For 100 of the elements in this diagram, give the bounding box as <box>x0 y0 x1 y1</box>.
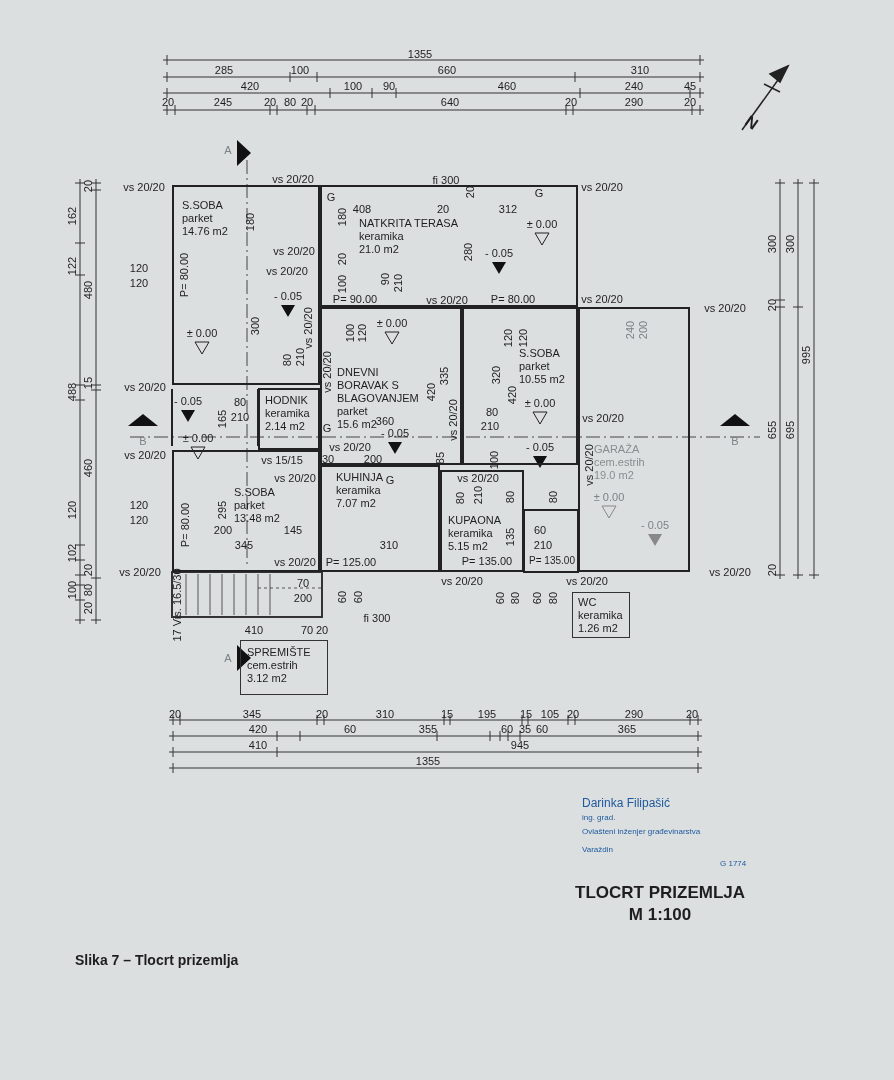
dimension-label: 210 <box>294 347 306 367</box>
dimension-label: 360 <box>375 415 395 427</box>
dimension-label: 60 <box>352 590 364 604</box>
dimension-label: vs 15/15 <box>261 454 303 466</box>
dimension-label: 240 <box>624 80 644 92</box>
dimension-label: 60 <box>533 524 547 536</box>
floor-material: cem.estrih <box>247 659 298 672</box>
dimension-label: 35 <box>518 723 532 735</box>
room-name: NATKRITA TERASA <box>359 217 459 230</box>
dimension-label: 210 <box>533 539 553 551</box>
room-name: GARAŽA <box>594 443 640 456</box>
room-area: 19.0 m2 <box>594 469 634 482</box>
dimension-label: 20 <box>683 96 697 108</box>
room-outline <box>578 307 690 572</box>
dimension-label: 15 <box>82 376 94 390</box>
dimension-label: 80 <box>283 96 297 108</box>
dimension-label: 60 <box>336 590 348 604</box>
dimension-label: 695 <box>784 420 796 440</box>
dimension-label: 120 <box>502 328 514 348</box>
dimension-label: 408 <box>352 203 372 215</box>
dimension-label: 285 <box>214 64 234 76</box>
dimension-label: 195 <box>477 708 497 720</box>
dimension-label: 245 <box>213 96 233 108</box>
dimension-label: 335 <box>438 366 450 386</box>
dimension-label: 410 <box>248 739 268 751</box>
dimension-label: 420 <box>248 723 268 735</box>
dimension-label: vs 20/20 <box>457 472 499 484</box>
dimension-label: 488 <box>66 382 78 402</box>
dimension-label: vs 20/20 <box>566 575 608 587</box>
dimension-label: 20 <box>766 563 778 577</box>
dimension-label: 105 <box>540 708 560 720</box>
floor-material: cem.estrih <box>594 456 645 469</box>
dimension-label: 100 <box>66 580 78 600</box>
dimension-label: 120 <box>66 500 78 520</box>
dimension-label: P= 135.00 <box>529 556 575 566</box>
dimension-label: 300 <box>249 316 261 336</box>
dimension-label: 200 <box>637 320 649 340</box>
room-area: 3.12 m2 <box>247 672 287 685</box>
dimension-label: 60 <box>531 591 543 605</box>
room-area: 5.15 m2 <box>448 540 488 553</box>
dimension-label: 120 <box>129 262 149 274</box>
dimension-label: 122 <box>66 256 78 276</box>
dimension-label: 300 <box>784 234 796 254</box>
dimension-label: 60 <box>494 591 506 605</box>
dimension-label: 100 <box>343 80 363 92</box>
dimension-label: 365 <box>617 723 637 735</box>
floor-material: keramika <box>359 230 404 243</box>
dimension-label: 345 <box>234 539 254 551</box>
floor-material: keramika <box>448 527 493 540</box>
dimension-label: vs 20/20 <box>321 351 333 393</box>
room-area: 15.6 m2 <box>337 418 377 431</box>
dimension-label: ± 0.00 <box>526 218 558 230</box>
dimension-label: 420 <box>240 80 260 92</box>
stamp-text: Varaždin <box>582 846 613 854</box>
dimension-label: 80 <box>504 490 516 504</box>
dimension-label: 200 <box>363 453 383 465</box>
room-tag-box <box>572 592 630 638</box>
dimension-label: 30 <box>321 453 335 465</box>
dimension-label: 20 <box>161 96 175 108</box>
dimension-label: 135 <box>504 527 516 547</box>
dimension-label: P= 80.00 <box>178 252 190 298</box>
dimension-label: 80 <box>454 491 466 505</box>
figure-caption: Slika 7 – Tlocrt prizemlja <box>75 951 239 970</box>
dimension-label: 20 <box>566 708 580 720</box>
dimension-label: 100 <box>344 323 356 343</box>
room-area: 10.55 m2 <box>519 373 565 386</box>
dimension-label: vs 20/20 <box>123 181 165 193</box>
dimension-label: 20 <box>685 708 699 720</box>
room-area: 13.48 m2 <box>234 512 280 525</box>
dimension-label: 162 <box>66 206 78 226</box>
dimension-label: 240 <box>624 320 636 340</box>
dimension-label: 460 <box>497 80 517 92</box>
dimension-label: vs 20/20 <box>272 173 314 185</box>
dimension-label: 45 <box>683 80 697 92</box>
dimension-label: 180 <box>336 207 348 227</box>
dimension-label: 290 <box>624 708 644 720</box>
dimension-label: vs 20/20 <box>441 575 483 587</box>
dimension-label: ± 0.00 <box>593 491 625 503</box>
room-name: KUPAONA <box>448 514 501 527</box>
dimension-label: 295 <box>216 500 228 520</box>
dimension-label: 15 <box>519 708 533 720</box>
dimension-label: 345 <box>242 708 262 720</box>
floor-material: keramika <box>336 484 381 497</box>
room-name: S.SOBA <box>182 199 223 212</box>
dimension-label: 80 <box>281 353 293 367</box>
dimension-label: - 0.05 <box>380 427 410 439</box>
dimension-label: G <box>322 422 332 434</box>
dimension-label: vs 20/20 <box>119 566 161 578</box>
dimension-label: G <box>326 191 336 203</box>
room-outline <box>172 185 320 385</box>
dimension-label: 80 <box>485 406 499 418</box>
room-outline <box>320 465 440 572</box>
dimension-label: 210 <box>392 273 404 293</box>
dimension-label: 60 <box>535 723 549 735</box>
dimension-label: 460 <box>82 458 94 478</box>
dimension-label: vs 20/20 <box>274 472 316 484</box>
dimension-label: B <box>139 435 147 447</box>
dimension-label: 210 <box>472 485 484 505</box>
stamp-text: Ovlašteni inženjer građevinarstva <box>582 828 701 836</box>
dimension-label: 995 <box>800 345 812 365</box>
